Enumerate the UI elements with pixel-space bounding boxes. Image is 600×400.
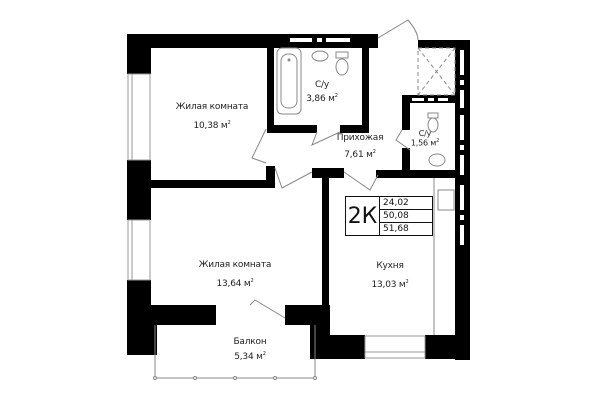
room-label-balcony: Балкон 5,34 м2 — [210, 337, 290, 362]
living-area: 24,02 — [380, 197, 432, 210]
total-area-with-balcony: 51,68 — [383, 224, 409, 234]
room-name: С/у — [418, 129, 432, 138]
walls — [127, 34, 470, 360]
room-area: 5,34 м2 — [234, 351, 266, 362]
room-name: Жилая комната — [175, 102, 249, 112]
fixtures — [276, 47, 455, 211]
room-label-kitchen: Кухня 13,03 м2 — [350, 261, 430, 290]
room-area: 3,86 м2 — [306, 93, 338, 104]
room-label-living1: Жилая комната 10,38 м2 — [158, 102, 266, 131]
total-area: 50,08 — [380, 210, 432, 223]
area-summary: 24,02 50,08 51,68 — [380, 197, 432, 235]
sink2-icon — [428, 153, 446, 167]
room-label-living2: Жилая комната 13,64 м2 — [180, 260, 290, 289]
room-area: 10,38 м2 — [193, 120, 231, 131]
room-label-hall: Прихожая 7,61 м2 — [330, 133, 390, 160]
room-label-bath1: С/у 3,86 м2 — [302, 80, 342, 104]
toilet-icon — [335, 51, 349, 59]
room-count: 2К — [346, 197, 380, 235]
room-name: Кухня — [376, 261, 404, 271]
balcony-railing — [153, 325, 317, 380]
room-name: Жилая комната — [198, 260, 272, 270]
room-area: 13,03 м2 — [371, 279, 409, 290]
room-name: Прихожая — [336, 133, 384, 143]
room-area: 1,56 м2 — [410, 138, 440, 148]
windows — [127, 73, 426, 359]
room-area: 7,61 м2 — [344, 149, 376, 160]
room-area: 13,64 м2 — [216, 278, 254, 289]
room-label-bath2: С/у 1,56 м2 — [405, 129, 445, 148]
sink-icon — [311, 50, 329, 62]
room-name: Балкон — [233, 337, 267, 347]
apartment-type-badge: 2К 24,02 50,08 51,68 — [345, 196, 433, 236]
right-window-slits — [290, 38, 464, 245]
toilet2-icon — [427, 112, 439, 119]
room-name: С/у — [314, 80, 330, 90]
doors — [249, 19, 456, 335]
stove-icon — [437, 189, 455, 211]
